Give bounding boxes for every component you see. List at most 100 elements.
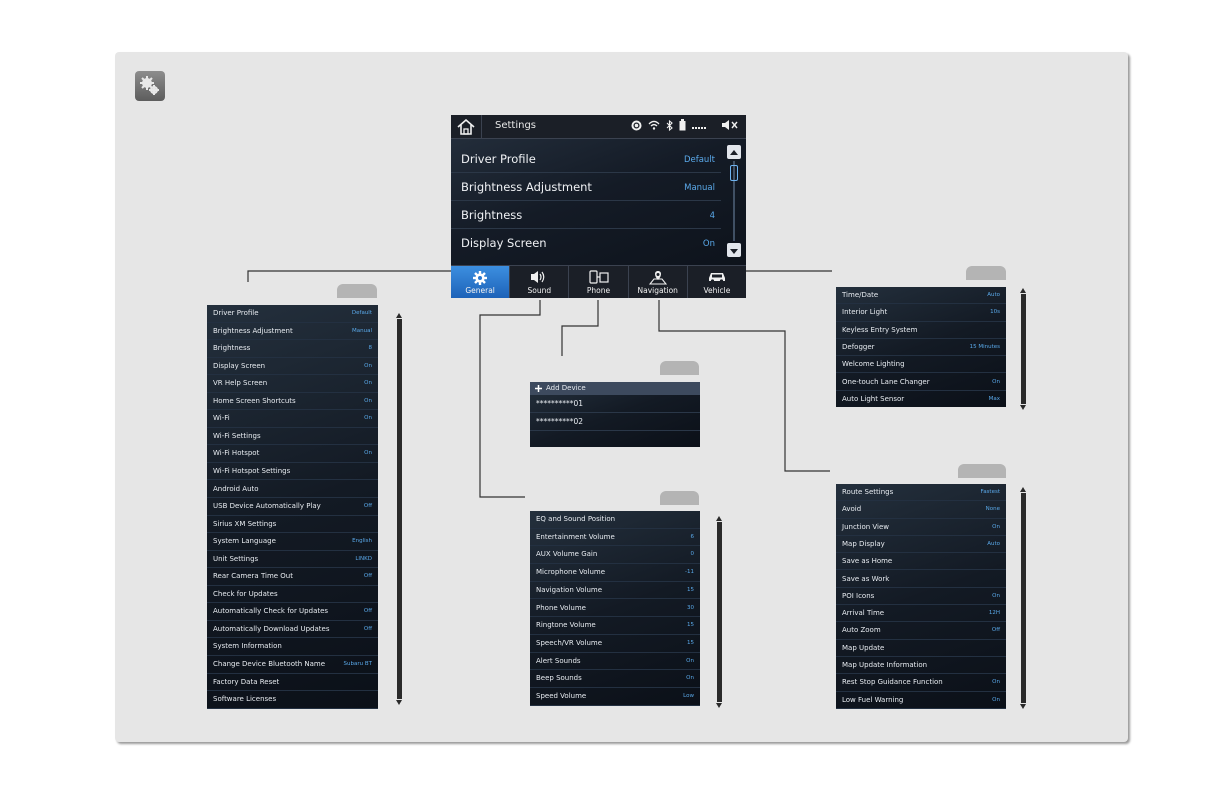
setting-row-brightness-adjustment[interactable]: Brightness Adjustment Manual [451, 173, 721, 201]
general-setting-row[interactable]: System Information [207, 638, 378, 656]
general-setting-row[interactable]: Wi-Fi Settings [207, 428, 378, 446]
device-row-01[interactable]: **********01 [530, 395, 700, 413]
navigation-setting-row-value: Auto [987, 540, 1000, 547]
navigation-setting-row[interactable]: Map Update Information [836, 657, 1006, 675]
setting-row-display-screen[interactable]: Display Screen On [461, 236, 715, 250]
setting-row-driver-profile[interactable]: Driver Profile Default [451, 145, 721, 173]
general-setting-row-value: Off [363, 503, 372, 510]
general-setting-row-value: LINKD [355, 555, 372, 562]
battery-icon [679, 119, 686, 131]
device-row-02[interactable]: **********02 [530, 413, 700, 431]
tab-phone[interactable]: Phone [569, 266, 629, 298]
sound-setting-row[interactable]: Microphone Volume-11 [530, 564, 700, 582]
vehicle-setting-row-value: 10s [990, 309, 1000, 316]
navigation-setting-row[interactable]: Save as Home [836, 553, 1006, 571]
scroll-thumb[interactable] [730, 165, 738, 181]
signal-icon [692, 127, 706, 129]
tab-sound[interactable]: Sound [510, 266, 570, 298]
gear-icon [473, 271, 488, 285]
general-setting-row[interactable]: Wi-Fi Hotspot Settings [207, 463, 378, 481]
scroll-down-button[interactable] [727, 243, 741, 257]
general-setting-row-label: Driver Profile [213, 309, 259, 317]
vehicle-setting-row[interactable]: Keyless Entry System [836, 322, 1006, 339]
vehicle-setting-row[interactable]: Welcome Lighting [836, 356, 1006, 374]
sound-setting-row[interactable]: EQ and Sound Position [530, 511, 700, 529]
general-setting-row[interactable]: Factory Data Reset [207, 674, 378, 692]
phone-callout-tab [660, 361, 699, 375]
vehicle-setting-row-value: Max [988, 395, 1000, 402]
general-setting-row[interactable]: Sirius XM Settings [207, 516, 378, 534]
navigation-setting-row-label: Save as Home [842, 557, 893, 566]
home-icon [457, 119, 475, 135]
navigation-setting-row-label: Map Update [842, 643, 885, 652]
tab-vehicle[interactable]: Vehicle [688, 266, 746, 298]
screen-title: Settings [495, 120, 537, 131]
sound-setting-row-label: Phone Volume [536, 603, 586, 612]
sound-setting-row-value: Low [683, 693, 694, 699]
vehicle-setting-row-label: Time/Date [842, 291, 879, 299]
general-setting-row-label: Wi-Fi Hotspot Settings [213, 466, 291, 475]
general-setting-row[interactable]: Android Auto [207, 481, 378, 499]
general-setting-row[interactable]: Check for Updates [207, 586, 378, 604]
home-button[interactable] [451, 115, 482, 139]
general-setting-row-label: Home Screen Shortcuts [213, 396, 296, 405]
scroll-up-button[interactable] [727, 145, 741, 159]
setting-row-brightness[interactable]: Brightness 4 [451, 201, 721, 229]
tab-general[interactable]: General [451, 266, 511, 298]
navigation-setting-row-label: Auto Zoom [842, 626, 881, 635]
navigation-setting-row-label: POI Icons [842, 591, 875, 600]
sound-setting-row-value: 0 [690, 551, 695, 558]
tab-navigation[interactable]: Navigation [629, 266, 688, 298]
navigation-setting-row[interactable]: Save as Work [836, 571, 1006, 588]
vehicle-setting-row-label: Keyless Entry System [842, 325, 918, 334]
general-setting-row-value: On [364, 397, 372, 404]
general-setting-row[interactable]: Home Screen Shortcuts On [207, 393, 378, 411]
main-scrollbar[interactable] [727, 145, 741, 257]
navigation-setting-row[interactable]: Map Update [836, 640, 1006, 657]
general-setting-row[interactable]: Software Licenses [207, 691, 378, 709]
add-device-button[interactable]: Add Device [530, 382, 700, 395]
settings-tab-bar: General Sound Phone Navigation Vehicle [451, 265, 746, 298]
mute-icon[interactable] [722, 120, 738, 130]
general-callout-tab [337, 284, 377, 298]
navigation-setting-row-value: On [992, 696, 1000, 703]
